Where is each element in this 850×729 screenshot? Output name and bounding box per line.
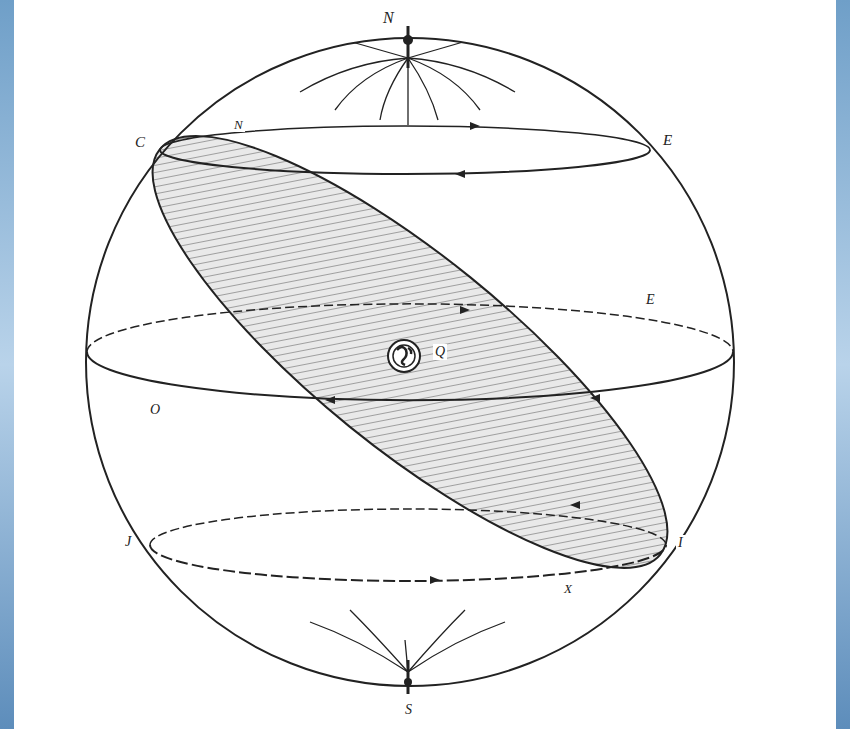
north-pole-marker — [403, 26, 413, 68]
lower-circle-back — [150, 509, 666, 545]
sphere-outline — [86, 38, 734, 686]
point-label: E — [661, 132, 674, 149]
tropic-front — [160, 150, 650, 174]
panel — [14, 0, 836, 729]
point-label: E — [644, 292, 657, 308]
direction-arrows — [325, 122, 600, 584]
south-pole-marker — [404, 660, 412, 694]
point-label: X — [562, 581, 574, 596]
point-label: I — [676, 535, 685, 551]
point-label: N — [232, 117, 245, 132]
point-label: N — [381, 9, 396, 27]
point-label: O — [148, 402, 162, 418]
ecliptic-plane — [99, 75, 720, 629]
point-label: Q — [433, 344, 447, 360]
point-label: S — [403, 702, 414, 718]
lower-circle-front — [150, 545, 666, 581]
earth-symbol — [388, 340, 420, 372]
point-label: C — [133, 134, 147, 151]
point-label: J — [123, 534, 133, 550]
